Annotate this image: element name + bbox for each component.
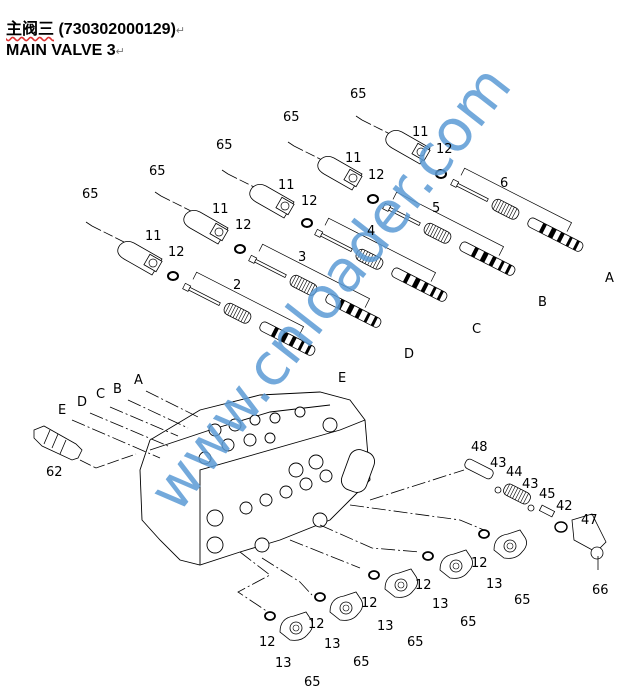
label-6: 6 — [500, 176, 508, 191]
cap-11 — [117, 240, 163, 276]
label-12: 12 — [308, 617, 325, 632]
label-port-d: D — [404, 347, 414, 362]
spool-assembly-c — [314, 217, 449, 304]
spool-assembly-a — [450, 167, 585, 254]
cover-o-rings — [264, 529, 490, 621]
label-port-b: B — [538, 295, 547, 310]
label-47: 47 — [581, 513, 598, 528]
return-mark: ↵ — [175, 25, 186, 37]
label-13: 13 — [377, 619, 394, 634]
diagram-title: 主阀三 (730302000129)↵ MAIN VALVE 3↵ — [6, 20, 185, 62]
label-43: 43 — [490, 456, 507, 471]
label-65: 65 — [407, 635, 424, 650]
o-rings — [167, 169, 447, 281]
port-leader-lines — [71, 390, 201, 459]
label-4: 4 — [367, 224, 375, 239]
label-12: 12 — [471, 556, 488, 571]
label-65: 65 — [283, 110, 300, 125]
label-12: 12 — [301, 194, 318, 209]
label-5: 5 — [432, 201, 440, 216]
label-port-a: A — [605, 271, 614, 286]
callout-labels: 65 65 65 65 65 11 11 11 11 11 12 12 12 1… — [46, 87, 614, 690]
label-2: 2 — [233, 278, 241, 293]
label-12: 12 — [415, 578, 432, 593]
label-65: 65 — [460, 615, 477, 630]
label-13: 13 — [275, 656, 292, 671]
label-65: 65 — [304, 675, 321, 690]
valve-body — [139, 391, 376, 566]
label-port-d-body: D — [77, 395, 87, 410]
label-11: 11 — [412, 125, 429, 140]
label-12: 12 — [259, 635, 276, 650]
spool-assembly-e — [182, 271, 317, 358]
label-11: 11 — [345, 151, 362, 166]
label-11: 11 — [145, 229, 162, 244]
label-12: 12 — [368, 168, 385, 183]
label-44: 44 — [506, 465, 523, 480]
label-12: 12 — [361, 596, 378, 611]
label-port-e-body: E — [58, 403, 66, 418]
label-62: 62 — [46, 465, 63, 480]
plug-62 — [33, 425, 137, 469]
title-line-cn: 主阀三 (730302000129)↵ — [6, 20, 185, 41]
label-13: 13 — [324, 637, 341, 652]
label-65: 65 — [216, 138, 233, 153]
title-line-en: MAIN VALVE 3↵ — [6, 41, 185, 62]
return-mark: ↵ — [115, 46, 125, 58]
label-65: 65 — [350, 87, 367, 102]
label-11: 11 — [212, 202, 229, 217]
label-42: 42 — [556, 499, 573, 514]
bolt-row — [85, 115, 403, 247]
label-port-c: C — [472, 322, 481, 337]
part-number: (730302000129) — [58, 21, 176, 38]
label-65: 65 — [353, 655, 370, 670]
label-12: 12 — [168, 245, 185, 260]
title-en: MAIN VALVE 3 — [6, 42, 116, 59]
label-66: 66 — [592, 583, 609, 598]
label-43: 43 — [522, 477, 539, 492]
relief-valve-parts — [369, 458, 607, 570]
label-port-b-body: B — [113, 382, 122, 397]
label-port-e: E — [338, 371, 346, 386]
label-port-a-body: A — [134, 373, 143, 388]
label-port-c-body: C — [96, 387, 105, 402]
label-48: 48 — [471, 440, 488, 455]
label-12: 12 — [436, 142, 453, 157]
label-65: 65 — [149, 164, 166, 179]
label-3: 3 — [298, 250, 306, 265]
spool-assembly-b — [382, 191, 517, 278]
label-45: 45 — [539, 487, 556, 502]
cover-leader-lines — [237, 504, 485, 613]
label-65: 65 — [514, 593, 531, 608]
label-11: 11 — [278, 178, 295, 193]
title-cn: 主阀三 — [6, 21, 55, 38]
label-13: 13 — [432, 597, 449, 612]
label-13: 13 — [486, 577, 503, 592]
spool-assembly-d — [248, 243, 383, 330]
label-65: 65 — [82, 187, 99, 202]
label-12: 12 — [235, 218, 252, 233]
